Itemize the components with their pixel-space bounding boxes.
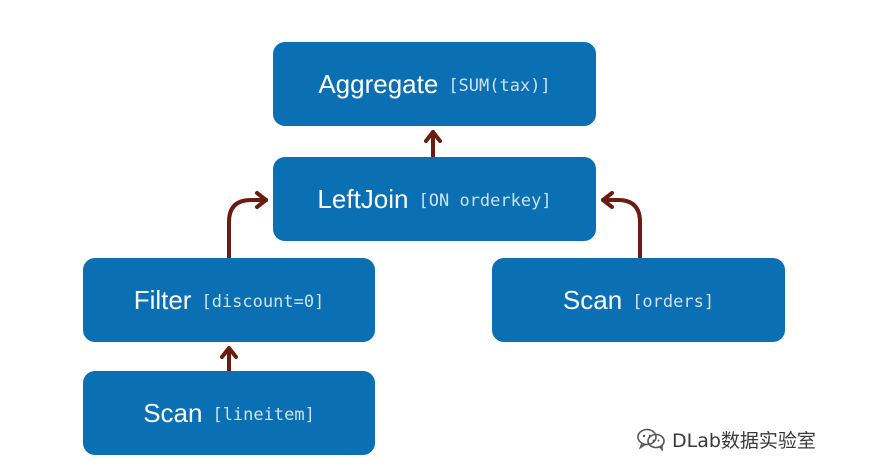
- node-scan-lineitem-label: Scan: [143, 397, 203, 428]
- watermark-text: DLab数据实验室: [672, 429, 816, 452]
- node-scan-orders-label: Scan: [562, 284, 623, 315]
- node-leftjoin-arg: [ON orderkey]: [418, 191, 552, 211]
- node-scan-lineitem: Scan [lineitem]: [83, 371, 375, 455]
- watermark: DLab数据实验室: [636, 425, 816, 453]
- node-filter-arg: [discount=0]: [201, 292, 325, 312]
- node-leftjoin-label: LeftJoin: [317, 183, 409, 214]
- wechat-icon: [637, 428, 665, 451]
- edge-leftjoin-aggregate: [424, 130, 442, 158]
- node-leftjoin: LeftJoin [ON orderkey]: [273, 157, 596, 241]
- node-aggregate-arg: [SUM(tax)]: [448, 76, 551, 96]
- node-scan-orders-arg: [orders]: [632, 292, 715, 312]
- node-filter: Filter [discount=0]: [83, 258, 375, 342]
- edge-filter-leftjoin: [227, 191, 268, 259]
- node-aggregate: Aggregate [SUM(tax)]: [273, 42, 596, 126]
- edge-scanorders-leftjoin: [601, 191, 642, 259]
- node-scan-orders: Scan [orders]: [492, 258, 785, 342]
- node-scan-lineitem-arg: [lineitem]: [212, 405, 315, 425]
- node-aggregate-label: Aggregate: [318, 68, 439, 99]
- edge-scanlineitem-filter: [220, 346, 238, 372]
- node-filter-label: Filter: [133, 284, 192, 315]
